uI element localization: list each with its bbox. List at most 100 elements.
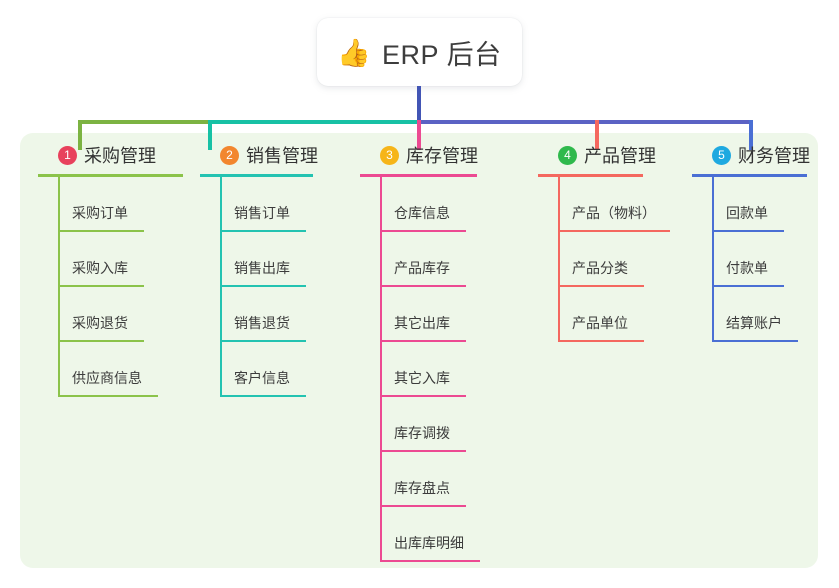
leaf-underline bbox=[380, 505, 466, 507]
branches-panel bbox=[20, 133, 818, 568]
leaf-item[interactable]: 供应商信息 bbox=[38, 342, 183, 397]
branch-finance-management: 5 财务管理回款单付款单结算账户 bbox=[692, 142, 810, 342]
branch-number-badge: 3 bbox=[380, 145, 399, 165]
leaf-underline bbox=[220, 395, 306, 397]
leaf-underline bbox=[558, 340, 644, 342]
leaf-label: 产品分类 bbox=[572, 260, 628, 276]
leaf-list: 采购订单采购入库采购退货供应商信息 bbox=[38, 177, 183, 397]
leaf-label: 采购退货 bbox=[72, 315, 128, 331]
leaf-label: 出库库明细 bbox=[394, 535, 464, 551]
branch-header-purchase-management[interactable]: 1 采购管理 bbox=[38, 142, 183, 168]
branch-underline bbox=[38, 174, 183, 177]
leaf-item[interactable]: 结算账户 bbox=[692, 287, 807, 342]
leaf-item[interactable]: 产品分类 bbox=[538, 232, 644, 287]
leaf-item[interactable]: 采购入库 bbox=[38, 232, 183, 287]
drop-inventory bbox=[417, 120, 421, 150]
branch-title: 采购管理 bbox=[84, 146, 156, 166]
leaf-underline bbox=[380, 230, 466, 232]
drop-product bbox=[595, 120, 599, 150]
leaf-underline bbox=[558, 285, 644, 287]
leaf-spine bbox=[558, 177, 560, 342]
leaf-item[interactable]: 产品（物料） bbox=[538, 177, 670, 232]
leaf-underline bbox=[220, 340, 306, 342]
leaf-label: 其它入库 bbox=[394, 370, 450, 386]
branch-underline bbox=[692, 174, 807, 177]
branch-underline bbox=[200, 174, 313, 177]
leaf-item[interactable]: 其它入库 bbox=[360, 342, 477, 397]
leaf-underline bbox=[558, 230, 670, 232]
leaf-label: 采购入库 bbox=[72, 260, 128, 276]
leaf-spine bbox=[712, 177, 714, 342]
leaf-label: 销售订单 bbox=[234, 205, 290, 221]
leaf-underline bbox=[380, 340, 466, 342]
branch-title: 库存管理 bbox=[406, 146, 478, 166]
leaf-item[interactable]: 库存调拨 bbox=[360, 397, 477, 452]
leaf-label: 库存调拨 bbox=[394, 425, 450, 441]
leaf-item[interactable]: 销售订单 bbox=[200, 177, 313, 232]
leaf-label: 产品库存 bbox=[394, 260, 450, 276]
leaf-label: 仓库信息 bbox=[394, 205, 450, 221]
leaf-label: 回款单 bbox=[726, 205, 768, 221]
leaf-item[interactable]: 回款单 bbox=[692, 177, 807, 232]
leaf-underline bbox=[712, 230, 784, 232]
leaf-item[interactable]: 采购订单 bbox=[38, 177, 183, 232]
leaf-label: 产品单位 bbox=[572, 315, 628, 331]
leaf-list: 产品（物料） 产品分类产品单位 bbox=[538, 177, 670, 342]
thumbs-up-icon: 👍 bbox=[337, 37, 372, 68]
leaf-underline bbox=[380, 395, 466, 397]
leaf-underline bbox=[220, 230, 306, 232]
leaf-item[interactable]: 付款单 bbox=[692, 232, 807, 287]
leaf-underline bbox=[712, 285, 784, 287]
branch-number-badge: 2 bbox=[220, 145, 239, 165]
leaf-label: 采购订单 bbox=[72, 205, 128, 221]
bus-teal bbox=[210, 120, 419, 124]
branch-product-management: 4 产品管理产品（物料） 产品分类产品单位 bbox=[538, 142, 670, 342]
leaf-underline bbox=[58, 340, 144, 342]
leaf-item[interactable]: 采购退货 bbox=[38, 287, 183, 342]
bus-blue bbox=[419, 120, 751, 124]
branch-title: 产品管理 bbox=[584, 146, 656, 166]
leaf-item[interactable]: 仓库信息 bbox=[360, 177, 477, 232]
branch-number-badge: 4 bbox=[558, 145, 577, 165]
leaf-label: 其它出库 bbox=[394, 315, 450, 331]
branch-underline bbox=[360, 174, 477, 177]
leaf-underline bbox=[712, 340, 798, 342]
root-title: ERP 后台 bbox=[382, 39, 502, 70]
branch-title: 财务管理 bbox=[738, 146, 810, 166]
branch-number-badge: 5 bbox=[712, 145, 731, 165]
leaf-item[interactable]: 产品单位 bbox=[538, 287, 644, 342]
leaf-spine bbox=[380, 177, 382, 562]
leaf-spine bbox=[58, 177, 60, 397]
leaf-item[interactable]: 销售出库 bbox=[200, 232, 313, 287]
leaf-label: 销售出库 bbox=[234, 260, 290, 276]
leaf-underline bbox=[58, 230, 144, 232]
branch-number-badge: 1 bbox=[58, 145, 77, 165]
leaf-item[interactable]: 其它出库 bbox=[360, 287, 477, 342]
leaf-label: 付款单 bbox=[726, 260, 768, 276]
leaf-item[interactable]: 库存盘点 bbox=[360, 452, 477, 507]
leaf-list: 销售订单销售出库销售退货客户信息 bbox=[200, 177, 313, 397]
leaf-underline bbox=[58, 395, 158, 397]
drop-purchase bbox=[78, 120, 82, 150]
branch-header-inventory-management[interactable]: 3 库存管理 bbox=[360, 142, 478, 168]
branch-header-product-management[interactable]: 4 产品管理 bbox=[538, 142, 656, 168]
leaf-list: 回款单付款单结算账户 bbox=[692, 177, 807, 342]
branch-underline bbox=[538, 174, 643, 177]
root-node[interactable]: 👍 ERP 后台 bbox=[317, 18, 522, 86]
branch-inventory-management: 3 库存管理仓库信息产品库存其它出库其它入库库存调拨库存盘点出库库明细 bbox=[360, 142, 480, 562]
leaf-underline bbox=[380, 450, 466, 452]
trunk-connector bbox=[417, 86, 421, 122]
leaf-item[interactable]: 客户信息 bbox=[200, 342, 313, 397]
leaf-label: 产品（物料） bbox=[572, 205, 656, 221]
branch-purchase-management: 1 采购管理采购订单采购入库采购退货供应商信息 bbox=[38, 142, 183, 397]
leaf-item[interactable]: 销售退货 bbox=[200, 287, 313, 342]
branch-header-finance-management[interactable]: 5 财务管理 bbox=[692, 142, 810, 168]
leaf-item[interactable]: 出库库明细 bbox=[360, 507, 480, 562]
leaf-list: 仓库信息产品库存其它出库其它入库库存调拨库存盘点出库库明细 bbox=[360, 177, 480, 562]
leaf-item[interactable]: 产品库存 bbox=[360, 232, 477, 287]
leaf-label: 结算账户 bbox=[726, 315, 782, 331]
leaf-underline bbox=[220, 285, 306, 287]
leaf-label: 客户信息 bbox=[234, 370, 290, 386]
